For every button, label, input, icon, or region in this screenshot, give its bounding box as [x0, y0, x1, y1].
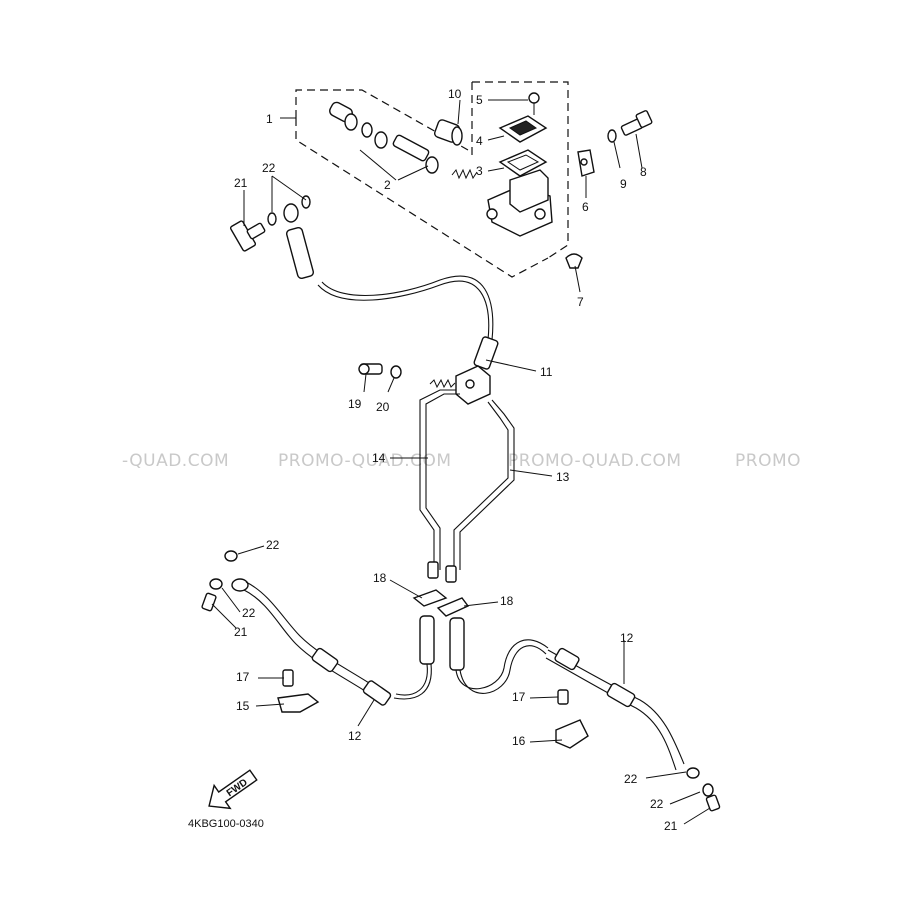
callout-12: 12 — [348, 729, 362, 743]
master-cylinder-group-outline — [295, 81, 569, 278]
callout-15: 15 — [236, 699, 250, 713]
master-cylinder-parts — [329, 92, 653, 269]
lower-left-hose — [201, 550, 435, 713]
callout-12: 12 — [620, 631, 634, 645]
callout-22: 22 — [650, 797, 664, 811]
brake-hose-joint — [358, 363, 491, 405]
callout-18: 18 — [500, 594, 514, 608]
forward-arrow: FWD — [208, 769, 258, 810]
callout-8: 8 — [640, 165, 647, 179]
callout-20: 20 — [376, 400, 390, 414]
callout-5: 5 — [476, 93, 483, 107]
watermark-text: PROMO-QUAD.COM — [278, 451, 452, 471]
watermark-text: -QUAD.COM — [122, 451, 229, 471]
callout-19: 19 — [348, 397, 362, 411]
callout-13: 13 — [556, 470, 570, 484]
callout-22: 22 — [262, 161, 276, 175]
callout-17: 17 — [512, 690, 526, 704]
callout-4: 4 — [476, 134, 483, 148]
callout-labels: 1 2 3 4 5 6 7 8 9 10 11 12 12 13 14 15 1… — [234, 87, 678, 833]
callout-21: 21 — [234, 176, 248, 190]
callout-16: 16 — [512, 734, 526, 748]
callout-22: 22 — [624, 772, 638, 786]
callout-21: 21 — [234, 625, 248, 639]
callout-1: 1 — [266, 112, 273, 126]
callout-17: 17 — [236, 670, 250, 684]
callout-9: 9 — [620, 177, 627, 191]
lower-right-hose — [449, 617, 721, 812]
callout-3: 3 — [476, 164, 483, 178]
callout-11: 11 — [540, 365, 553, 379]
leader-lines — [211, 99, 711, 825]
callout-22: 22 — [266, 538, 280, 552]
watermark-text: PROMO — [735, 451, 801, 471]
callout-14: 14 — [372, 451, 386, 465]
callout-2: 2 — [384, 178, 391, 192]
callout-18: 18 — [373, 571, 387, 585]
upper-hose — [229, 195, 499, 370]
callout-22: 22 — [242, 606, 256, 620]
pipe-clips — [412, 589, 470, 617]
diagram-code: 4KBG100-0340 — [188, 818, 264, 830]
callout-7: 7 — [577, 295, 584, 309]
callout-6: 6 — [582, 200, 589, 214]
callout-10: 10 — [448, 87, 462, 101]
watermark-strip: -QUAD.COM PROMO-QUAD.COM PROMO-QUAD.COM … — [122, 451, 801, 471]
watermark-text: PROMO-QUAD.COM — [508, 451, 682, 471]
callout-21: 21 — [664, 819, 678, 833]
brake-pipes — [419, 389, 515, 583]
